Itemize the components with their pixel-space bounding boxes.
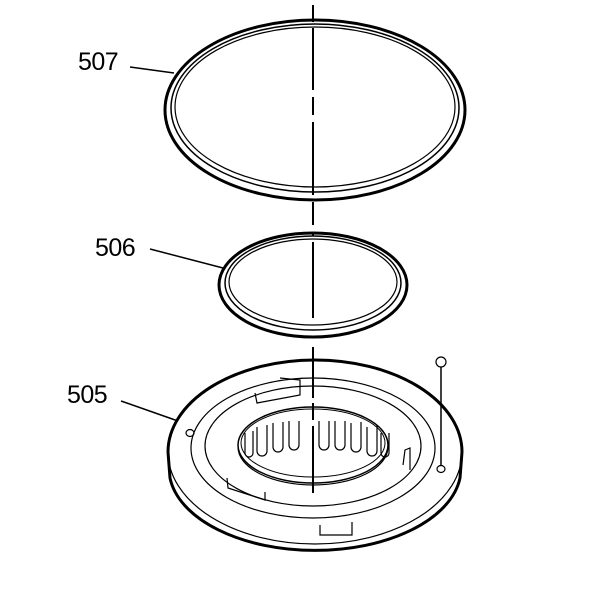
callout-label-507: 507 (78, 48, 119, 76)
leader-line-506 (150, 249, 223, 268)
locator-pin-marker (436, 357, 446, 367)
seal-ring-507 (130, 20, 465, 200)
callout-label-506: 506 (95, 234, 136, 262)
leader-line-505 (121, 401, 178, 421)
bolt-hole-left (186, 430, 194, 437)
seal-ring-506 (150, 233, 407, 337)
housing-505 (121, 357, 462, 550)
leader-line-507 (130, 67, 174, 73)
callout-label-505: 505 (67, 381, 108, 409)
bolt-hole-right (437, 466, 445, 473)
